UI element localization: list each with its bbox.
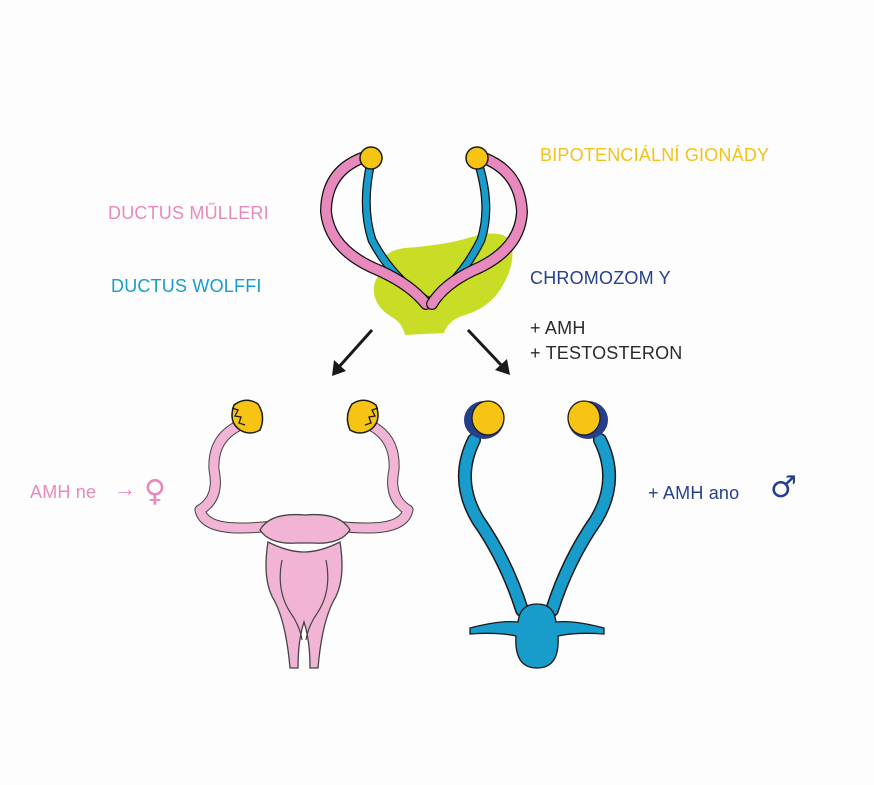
testis-left [472,401,504,435]
label-ductus-mulleri: DUCTUS MŰLLERI [108,203,269,223]
label-bipotential-gonads: BIPOTENCIÁLNÍ GIONÁDY [540,145,769,165]
bipotential-gonad-right [466,147,488,169]
female-symbol-icon: ♀ [144,476,166,508]
indifferent-stage [326,147,522,335]
label-amh-yes: + AMH ano [648,483,739,503]
male-symbol-icon: ♂ [770,472,797,504]
label-amh-no: AMH ne [30,482,96,502]
vagina [266,542,342,668]
arrow-right-icon: → [114,479,136,499]
urogenital-sinus-male [470,604,604,668]
label-plus-testosterone: + TESTOSTERON [530,343,682,363]
male-reproductive-tract [464,401,609,668]
arrow-down-right-icon [468,330,510,375]
label-plus-amh: + AMH [530,318,586,338]
bipotential-gonad-left [360,147,382,169]
testis-right [568,401,600,435]
label-ductus-wolffi: DUCTUS WOLFFI [111,276,262,296]
label-chromosome-y: CHROMOZOM Y [530,268,671,288]
female-reproductive-tract [200,400,408,668]
uterus [260,515,350,544]
arrow-down-left-icon [332,330,372,376]
